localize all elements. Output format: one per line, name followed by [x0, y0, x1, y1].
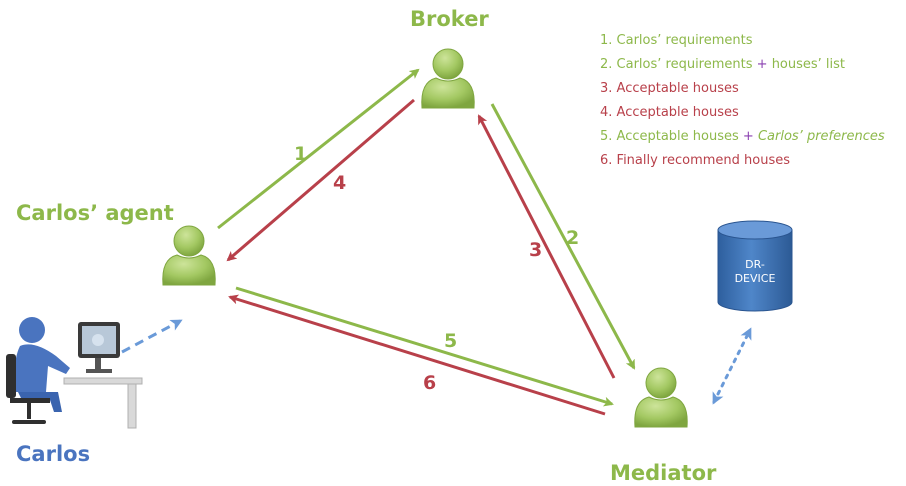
arrow-6-label: 6: [423, 372, 436, 394]
carlos-agent-label: Carlos’ agent: [16, 201, 174, 225]
legend-item-1: 1. Carlos’ requirements: [600, 33, 753, 48]
mediator-person-icon: [634, 367, 688, 428]
arrow-2-broker-to-mediator: [490, 103, 636, 370]
dr-device-label-line2: DEVICE: [735, 272, 776, 285]
carlos-user-at-computer-icon: [6, 317, 143, 429]
arrow-3-label: 3: [529, 239, 542, 261]
arrow-1-label: 1: [294, 143, 307, 165]
legend: 1. Carlos’ requirements 2. Carlos’ requi…: [600, 33, 885, 168]
carlos-label: Carlos: [16, 442, 90, 466]
broker-label: Broker: [410, 7, 489, 31]
arrow-4-label: 4: [333, 172, 346, 194]
arrow-1-carlos-agent-to-broker: [217, 68, 420, 230]
legend-item-4: 4. Acceptable houses: [600, 105, 739, 120]
arrow-4-broker-to-carlos-agent: [226, 98, 415, 262]
broker-person-icon: [421, 48, 475, 109]
carlos-agent-person-icon: [162, 225, 216, 286]
dashed-arrow-carlos-to-agent: [121, 319, 183, 354]
legend-item-6: 6. Finally recommend houses: [600, 153, 790, 168]
dr-device-database-icon: DR- DEVICE: [717, 220, 793, 312]
arrow-5-carlos-agent-to-mediator: [235, 286, 614, 407]
arrow-5-label: 5: [444, 330, 457, 352]
legend-item-2: 2. Carlos’ requirements + houses’ list: [600, 57, 845, 72]
legend-item-3: 3. Acceptable houses: [600, 81, 739, 96]
legend-item-5: 5. Acceptable houses + Carlos’ preferenc…: [600, 129, 885, 144]
arrow-2-label: 2: [566, 227, 579, 249]
mediator-label: Mediator: [610, 461, 717, 485]
arrow-3-mediator-to-broker: [477, 114, 616, 379]
dr-device-label-line1: DR-: [745, 258, 765, 271]
arrow-6-mediator-to-carlos-agent: [228, 294, 606, 416]
dashed-arrow-mediator-dr-device: [712, 327, 752, 405]
